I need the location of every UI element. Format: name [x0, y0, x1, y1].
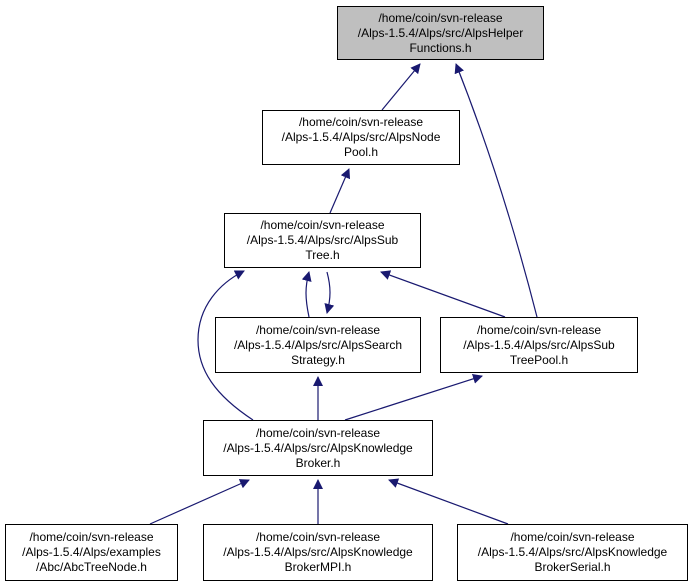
node-label-line: /home/coin/svn-release	[255, 530, 381, 544]
node-label: /home/coin/svn-release /Alps-1.5.4/Alps/…	[463, 323, 614, 368]
edge-brokerserial-to-broker	[388, 478, 509, 525]
node-label-line: /Alps-1.5.4/Alps/src/AlpsKnowledge	[477, 545, 668, 559]
node-alpsnodepool-h[interactable]: /home/coin/svn-release /Alps-1.5.4/Alps/…	[262, 110, 460, 165]
node-label-line: /Alps-1.5.4/Alps/src/AlpsKnowledge	[223, 440, 413, 455]
node-alpssearchstrategy-h[interactable]: /home/coin/svn-release /Alps-1.5.4/Alps/…	[215, 317, 421, 373]
node-alpsknowledgebrokerserial-h[interactable]: /home/coin/svn-release /Alps-1.5.4/Alps/…	[457, 524, 688, 581]
edge-group	[149, 63, 538, 525]
node-label-line: /Alps-1.5.4/Alps/examples	[22, 545, 161, 559]
node-label: /home/coin/svn-release /Alps-1.5.4/Alps/…	[22, 530, 161, 575]
node-label-line: /Abc/AbcTreeNode.h	[36, 560, 147, 574]
node-label-line: /home/coin/svn-release	[255, 322, 381, 337]
node-label-line: BrokerMPI.h	[284, 560, 352, 574]
node-label-line: /home/coin/svn-release	[476, 322, 602, 337]
edge-abctree-to-broker	[149, 479, 250, 525]
node-label-line: /Alps-1.5.4/Alps/src/AlpsSub	[246, 233, 399, 247]
node-label: /home/coin/svn-release /Alps-1.5.4/Alps/…	[478, 530, 667, 575]
node-label: /home/coin/svn-release /Alps-1.5.4/Alps/…	[223, 426, 412, 471]
node-label-line: Strategy.h	[291, 352, 345, 367]
node-label: /home/coin/svn-release /Alps-1.5.4/Alps/…	[223, 530, 412, 575]
edge-broker-to-subtree	[197, 270, 254, 421]
edge-broker-to-subtreepool	[344, 373, 483, 421]
node-label-line: /Alps-1.5.4/Alps/src/AlpsSub	[463, 337, 615, 352]
node-label-line: /home/coin/svn-release	[29, 530, 154, 544]
node-label-line: /Alps-1.5.4/Alps/src/AlpsNode	[281, 130, 441, 144]
node-label: /home/coin/svn-release /Alps-1.5.4/Alps/…	[282, 115, 441, 160]
node-label-line: Pool.h	[343, 145, 379, 159]
node-abctreenode-h[interactable]: /home/coin/svn-release /Alps-1.5.4/Alps/…	[5, 524, 178, 581]
edge-subtreepool-to-subtree	[380, 270, 506, 318]
node-label-line: Functions.h	[409, 40, 472, 55]
node-alpssubtreepool-h[interactable]: /home/coin/svn-release /Alps-1.5.4/Alps/…	[440, 317, 638, 373]
node-label-line: /home/coin/svn-release	[255, 425, 381, 440]
node-label-line: /home/coin/svn-release	[260, 218, 385, 232]
node-label-line: Tree.h	[305, 248, 340, 262]
node-label-line: /Alps-1.5.4/Alps/src/AlpsSearch	[233, 337, 403, 352]
node-label: /home/coin/svn-release /Alps-1.5.4/Alps/…	[247, 218, 398, 263]
node-alpsknowledgebroker-h[interactable]: /home/coin/svn-release /Alps-1.5.4/Alps/…	[203, 420, 433, 476]
edge-subtree-to-nodepool	[329, 168, 351, 214]
node-label-line: Broker.h	[295, 455, 341, 470]
edge-nodepool-to-helper	[381, 63, 421, 111]
edge-search-to-subtree	[301, 271, 312, 318]
node-label-line: /home/coin/svn-release	[298, 115, 424, 129]
node-label-line: /Alps-1.5.4/Alps/src/AlpsHelper	[357, 25, 524, 40]
node-label-line: /home/coin/svn-release	[378, 10, 503, 25]
node-label-line: /Alps-1.5.4/Alps/src/AlpsKnowledge	[223, 545, 413, 559]
node-label-line: BrokerSerial.h	[534, 560, 611, 574]
node-alpshelperfunctions-h: /home/coin/svn-release /Alps-1.5.4/Alps/…	[337, 6, 544, 60]
node-label: /home/coin/svn-release /Alps-1.5.4/Alps/…	[358, 11, 523, 56]
node-label-line: /home/coin/svn-release	[510, 530, 635, 544]
node-label: /home/coin/svn-release /Alps-1.5.4/Alps/…	[234, 323, 402, 368]
edge-subtree-to-search	[324, 271, 335, 314]
node-label-line: TreePool.h	[509, 352, 569, 367]
node-alpsknowledgebrokermpi-h[interactable]: /home/coin/svn-release /Alps-1.5.4/Alps/…	[203, 524, 433, 581]
node-alpssubtree-h[interactable]: /home/coin/svn-release /Alps-1.5.4/Alps/…	[224, 213, 421, 268]
edge-subtreepool-to-helper	[454, 63, 538, 318]
